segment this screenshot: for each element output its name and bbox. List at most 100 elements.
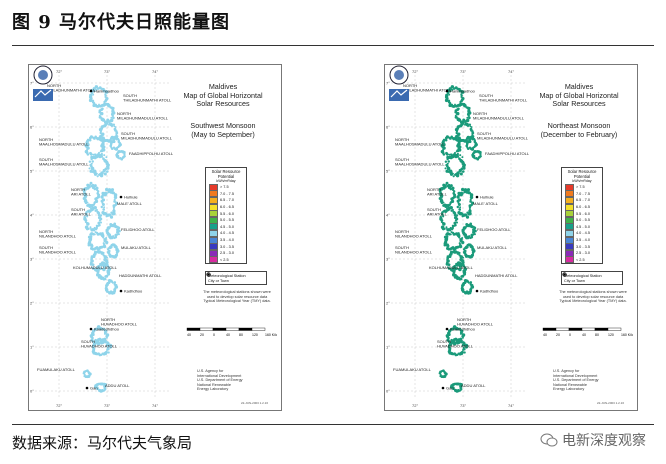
atoll [93,382,107,393]
atoll-label: SOUTH [477,131,491,136]
atoll-label: NORTH [39,137,53,142]
island-dot [96,192,99,195]
island-dot [455,150,458,153]
island-dot [461,192,464,195]
legend-item: 3.0 - 3.5 [206,243,246,251]
island-dot [105,240,109,245]
island-dot [97,190,100,193]
legend-item: 4.0 - 4.5 [206,229,246,237]
island-dot [112,116,115,120]
island-dot [451,88,454,91]
longitude-label: 74° [152,69,158,74]
island-dot [461,156,464,159]
legend-label: > 7.5 [576,185,585,190]
island-dot [92,153,95,156]
island-dot [92,93,95,96]
legend-swatch [565,236,574,244]
island-dot [110,188,115,192]
legend-swatch [565,190,574,198]
watermark-text: 电新深度观察 [562,433,646,449]
island-dot [88,167,91,170]
island-dot [452,175,455,178]
island-dot [106,121,109,125]
island-dot [459,258,463,262]
map-title-line: Map of Global Horizontal [183,90,263,100]
legend-label: 3.5 - 4.0 [220,238,234,243]
island-dot [445,151,448,155]
atoll-label: HUVADHOO ATOLL [81,344,118,349]
atoll-label: MAALHOSMADULU ATOLL [395,162,445,167]
island-dot [100,205,104,209]
season-line: Northeast Monsoon [547,121,611,130]
atoll-label: THILADHUNMATHI ATOLL [403,88,452,93]
island-dot [447,160,450,163]
island-dot [457,210,461,215]
latitude-label: 0° [30,389,34,394]
island-dot [466,116,469,119]
island-dot [112,206,116,209]
island-dot [115,247,119,252]
island-dot [94,197,98,201]
station-legend: Meteorological Station City or Town [561,271,623,285]
island-dot [92,103,96,108]
island-dot [468,116,471,120]
island-dot [456,205,460,209]
island-dot [470,225,474,229]
latitude-label: 4° [30,213,34,218]
island-dot [450,341,453,344]
scale-label: 40 [187,333,191,337]
island-dot [97,215,102,220]
island-dot [106,337,108,339]
island-dot [84,213,88,216]
atoll [460,278,475,295]
island-dot [103,172,107,176]
island-dot [456,104,459,108]
atoll-label: HUVADHOO ATOLL [101,322,138,327]
town-marker [89,89,93,93]
atoll-label: ARI ATOLL [427,212,448,217]
island-dot [88,138,92,142]
legend-swatch [565,203,574,211]
map-graphic: 72°72°73°73°74°74°7°6°5°4°3°2°1°0°NORTHT… [386,69,530,408]
island-dot [458,168,462,173]
island-dot [112,207,115,210]
legend-label: 5.0 - 5.5 [220,218,234,223]
legend-label: 6.5 - 7.0 [576,198,590,203]
town-label: Kaadedhdhoo [450,326,476,331]
legend-title: Solar Resource Potential [567,169,597,179]
latitude-label: 1° [386,345,390,350]
legend-swatch [565,223,574,231]
island-dot [106,348,109,352]
island-dot [472,228,476,232]
island-dot [456,144,460,148]
island-dot [439,215,442,219]
island-dot [95,273,100,277]
town-label: Hulhule [124,194,138,199]
island-dot [449,184,453,188]
island-dot [102,168,106,173]
island-dot [90,256,94,260]
island-dot [462,348,465,352]
atoll-label: MULAKU ATOLL [477,245,508,250]
map-title-line: Solar Resources [552,99,606,108]
longitude-label: 73° [104,403,110,408]
legend-label: 4.0 - 4.5 [576,231,590,236]
atoll-label: MILADHUNMADULU ATOLL [121,136,173,141]
atoll-label: FELIDHOO ATOLL [477,227,511,232]
island-dot [102,236,105,239]
atoll [88,151,110,178]
island-dot [115,133,118,136]
atoll-label: MAALHOSMADULU ATOLL [39,162,89,167]
legend-label: 2.5 - 3.0 [576,251,590,256]
island-dot [91,183,95,187]
island-dot [116,230,120,234]
island-dot [113,281,117,284]
legend-item: 3.5 - 4.0 [206,236,246,244]
island-dot [451,186,455,190]
legend-label: 7.0 - 7.5 [576,191,590,196]
atoll-label: NILANDHOO ATOLL [39,234,77,239]
island-dot [101,328,104,331]
figure-title: 图 9 马尔代夫日照能量图 [12,12,231,33]
